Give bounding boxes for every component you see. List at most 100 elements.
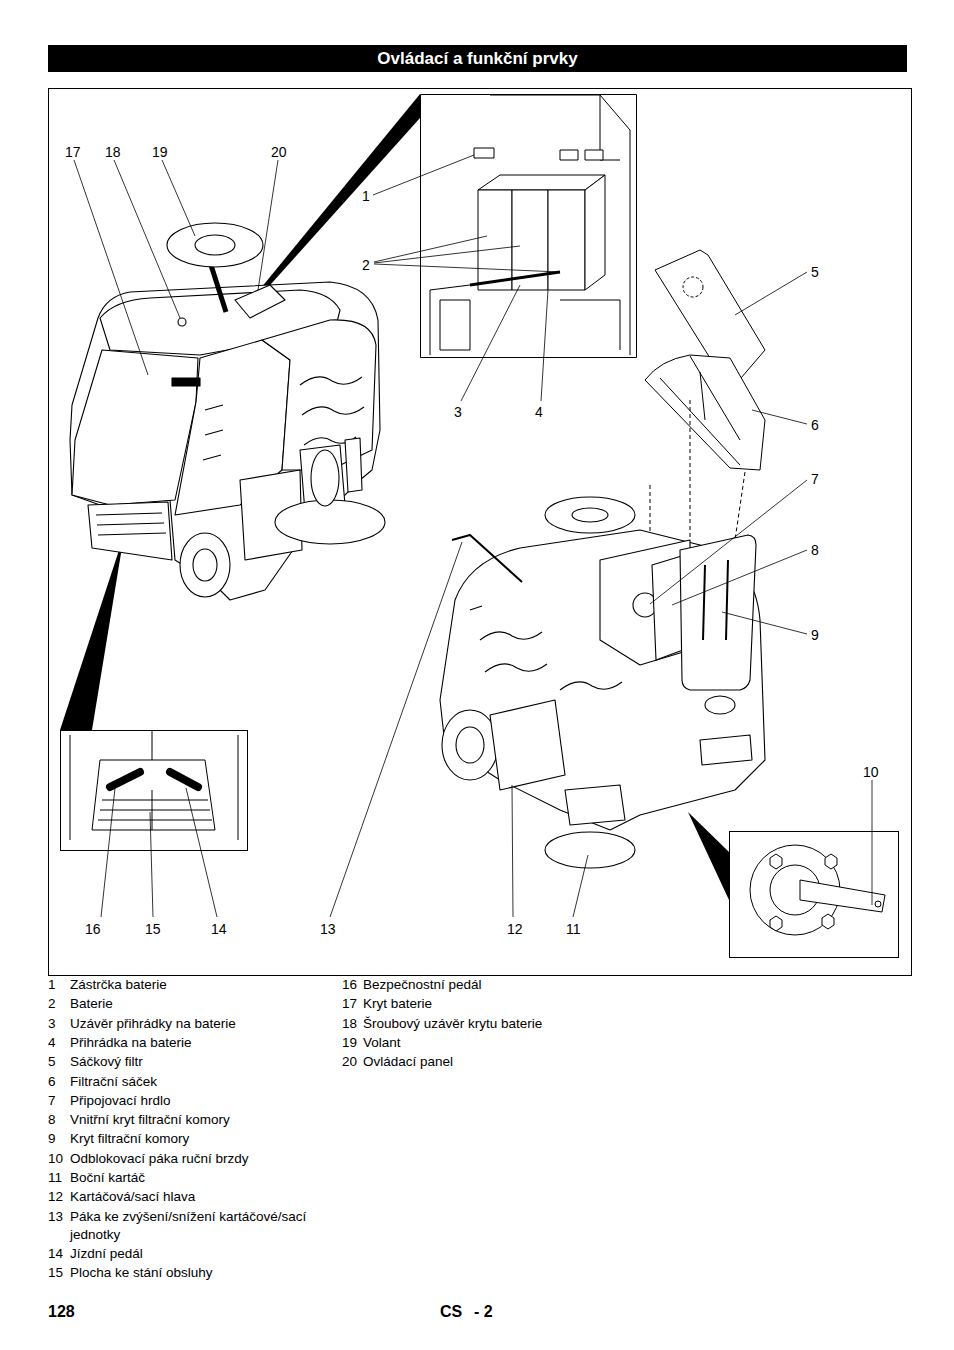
part-name: Šroubový uzávěr krytu baterie [363,1015,613,1033]
sweeper-front-view [193,549,217,581]
sweeper-rear-view [700,735,752,765]
battery-detail [470,272,560,285]
sweeper-front-view [195,235,235,255]
sweeper-front-view [235,285,285,318]
footer-text: CS [440,1303,462,1321]
list-number: 4 [48,1034,56,1052]
battery-detail [421,95,637,358]
list-number: 7 [48,1092,56,1110]
list-number: 13 [48,1208,63,1226]
callout-number: 18 [105,143,121,161]
sweeper-rear-view [703,560,728,640]
sweeper-rear-view [705,696,735,714]
leader-line [373,155,474,195]
callout-number: 13 [320,920,336,938]
leader-line [752,410,807,424]
leader-line [722,612,807,634]
sweeper-front-view [311,450,339,506]
list-number: 20 [342,1053,357,1071]
sweeper-rear-view [680,535,756,690]
callout-number: 15 [145,920,161,938]
callout-number: 6 [811,416,819,434]
sweeper-front-view [70,223,385,600]
list-number: 6 [48,1073,56,1091]
battery-detail [560,150,578,160]
sweeper-front-view [180,533,230,597]
sweeper-rear-view [545,497,635,533]
callout-number: 11 [566,920,581,938]
part-name: Zástrčka baterie [70,976,332,994]
sweeper-front-view [96,513,166,535]
brake-detail [730,832,899,958]
part-name: Ovládací panel [363,1053,613,1071]
detail-pointer [60,535,124,730]
sweeper-front-view [88,502,172,560]
sweeper-rear-view [456,727,484,763]
callout-number: 12 [507,920,523,938]
callout-number: 8 [811,541,819,559]
sweeper-rear-view [572,508,608,522]
sweeper-front-view [178,318,186,326]
list-number: 15 [48,1264,63,1282]
leader-line [650,480,807,604]
battery-detail [430,95,630,355]
list-number: 1 [48,976,56,994]
pedal-detail [110,772,198,787]
filter-bag [683,277,703,297]
sweeper-rear-view [470,606,622,690]
callout-number: 19 [152,143,168,161]
callout-number: 17 [65,143,81,161]
leader-line [114,160,180,318]
leader-line [101,788,115,917]
title-band: Ovládací a funkční prvky [48,45,907,72]
sweeper-front-view [345,438,362,492]
leader-line [512,785,513,917]
sweeper-rear-view [545,832,635,868]
leader-line [186,788,217,917]
callout-number: 5 [811,263,819,281]
pedal-detail [61,730,248,851]
leader-line [541,290,548,401]
callout-number: 10 [863,763,879,781]
sweeper-rear-view [452,535,522,582]
part-name: Připojovací hrdlo [70,1092,332,1110]
sweeper-rear-view [490,700,565,790]
leader-line [735,272,807,315]
list-number: 19 [342,1034,357,1052]
sweeper-front-view [70,282,380,600]
list-number: 10 [48,1150,63,1168]
pedal-detail [70,730,238,840]
battery-detail [585,175,605,290]
brake-detail [730,832,899,958]
callout-number: 3 [454,403,462,421]
callout-number: 14 [211,920,227,938]
sweeper-front-view [167,223,263,267]
filter-bag [645,250,765,560]
callout-number: 1 [362,187,370,205]
part-name: Filtrační sáček [70,1073,332,1091]
detail-pointer [688,812,729,900]
part-name: Kryt filtrační komory [70,1130,332,1148]
callout-number: 16 [85,920,101,938]
illustration-frame [49,89,912,976]
sweeper-front-view [275,500,385,544]
leader-line [74,160,148,375]
pedal-detail [61,731,248,851]
part-name: Kryt baterie [363,995,613,1013]
sweeper-front-view [72,350,198,505]
battery-detail [440,300,620,350]
filter-bag [645,355,765,470]
part-name: Bezpečnostní pedál [363,976,613,994]
callout-number: 4 [535,403,543,421]
part-name: Odblokovací páka ruční brzdy [70,1150,332,1168]
battery-detail [474,148,494,158]
brake-detail [770,854,837,931]
list-number: 14 [48,1245,63,1263]
part-name: Baterie [70,995,332,1013]
leader-line [672,550,807,605]
list-number: 3 [48,1015,56,1033]
callout-number: 20 [271,143,287,161]
footer-text: - 2 [474,1303,493,1321]
